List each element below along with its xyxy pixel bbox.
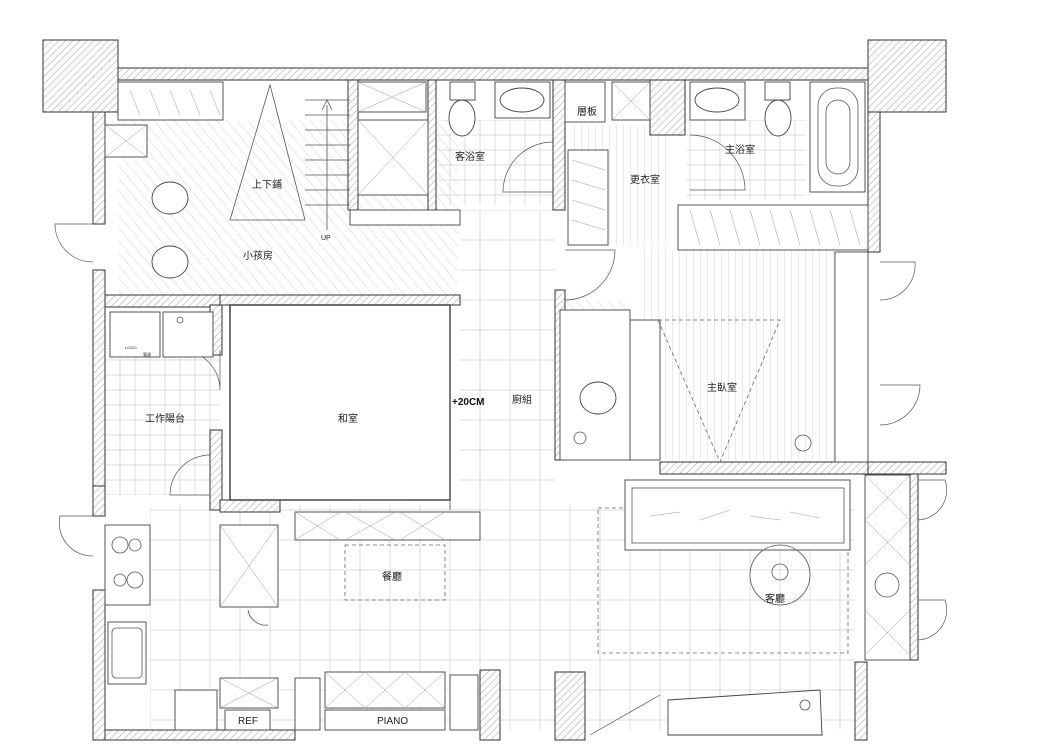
kids-room: 上下鋪 UP 小孩房 (104, 81, 461, 279)
shelf-label: 層板 (577, 105, 597, 118)
kitchen-label: 廚組 (512, 393, 532, 406)
stairs-up-label: UP (321, 235, 331, 242)
doors (54, 134, 948, 736)
piano-label: PIANO (377, 716, 408, 727)
master-bedroom-label: 主臥室 (707, 381, 737, 394)
kids-bedroom-label: 小孩房 (243, 249, 273, 262)
guest-bath: 客浴室 (357, 81, 551, 196)
guest-bath-label: 客浴室 (455, 150, 485, 163)
washer-tag-right: 電源 (143, 351, 151, 357)
living-room-label: 客廳 (765, 592, 785, 605)
height-note: +20CM (452, 397, 485, 408)
master-bedroom: 主臥室 (559, 251, 869, 464)
dining-room-label: 餐廳 (382, 570, 402, 583)
closet-master-bath: 層板 更衣室 主浴室 (564, 81, 869, 251)
closet-label: 更衣室 (630, 173, 660, 186)
japanese-room-label: 和室 (338, 412, 358, 425)
piano-area: PIANO (294, 671, 479, 731)
refrigerator-label: REF (238, 716, 258, 727)
living-room: 客廳 (597, 474, 911, 736)
kitchen-counter: REF (104, 524, 279, 731)
master-bath-label: 主浴室 (725, 143, 755, 156)
utility-balcony-label: 工作陽台 (145, 412, 185, 425)
dining-area: 餐廳 (219, 511, 481, 626)
bunk-bed-label: 上下鋪 (252, 178, 282, 191)
utility-balcony: LOGO 電源 工作陽台 (109, 311, 214, 425)
washer-tag-left: LOGO (125, 345, 137, 350)
japanese-room: 和室 +20CM 廚組 (229, 304, 532, 510)
